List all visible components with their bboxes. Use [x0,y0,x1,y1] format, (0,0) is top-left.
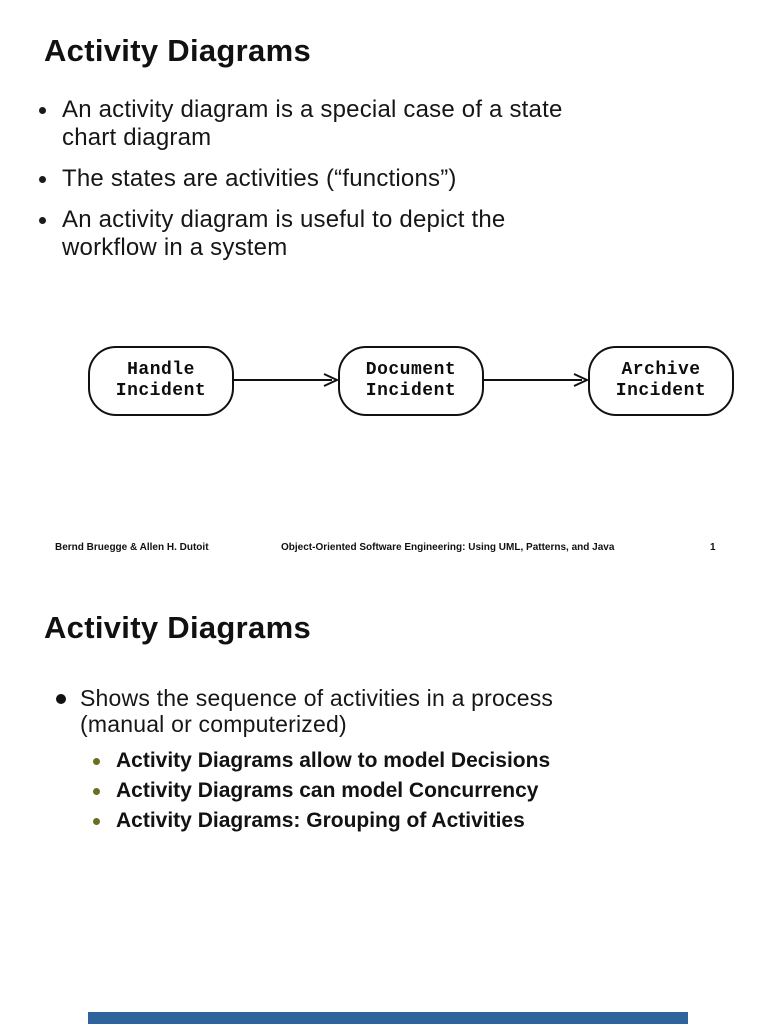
list-item: An activity diagram is a special case of… [38,96,678,152]
sub-bullet-text: Activity Diagrams: Grouping of Activitie… [116,809,525,832]
bullet-icon [39,107,46,114]
node-label-line: Incident [615,381,707,401]
bullet-text-line: The states are activities (“functions”) [62,165,457,192]
activity-node-document-incident: Document Incident [338,346,484,416]
next-page-edge-bar [88,1012,688,1024]
footer-book-title: Object-Oriented Software Engineering: Us… [281,542,615,553]
slide2-main-bullet: Shows the sequence of activities in a pr… [56,685,716,737]
node-label-line: Handle [127,360,195,380]
bullet-text-line: workflow in a system [62,234,288,261]
bullet-icon [39,176,46,183]
node-label-line: Incident [365,381,457,401]
activity-node-handle-incident: Handle Incident [88,346,234,416]
sub-bullet-icon [93,788,100,795]
sub-bullet-icon [93,758,100,765]
list-item: Activity Diagrams allow to model Decisio… [90,746,710,776]
list-item: Activity Diagrams: Grouping of Activitie… [90,806,710,836]
page-number: 1 [710,542,716,553]
sub-bullet-text: Activity Diagrams allow to model Decisio… [116,749,551,772]
node-label-line: Document [365,360,457,380]
list-item: Activity Diagrams can model Concurrency [90,776,710,806]
node-label-line: Incident [115,381,207,401]
list-item: An activity diagram is useful to depict … [38,206,678,262]
bullet-text-line: An activity diagram is a special case of… [62,96,563,123]
bullet-text-line: chart diagram [62,124,212,151]
slide1-title: Activity Diagrams [44,33,311,68]
node-label-line: Archive [621,360,701,380]
activity-node-archive-incident: Archive Incident [588,346,734,416]
flow-arrow-icon [482,373,588,387]
bullet-icon [39,217,46,224]
sub-bullet-icon [93,818,100,825]
sub-bullet-text: Activity Diagrams can model Concurrency [116,779,539,802]
list-item: The states are activities (“functions”) [38,165,678,193]
footer-authors: Bernd Bruegge & Allen H. Dutoit [55,542,209,553]
slide2-title: Activity Diagrams [44,610,311,645]
bullet-text-line: Shows the sequence of activities in a pr… [80,685,554,711]
bullet-icon [56,694,66,704]
bullet-text-line: (manual or computerized) [80,711,347,737]
flow-arrow-icon [232,373,338,387]
bullet-text-line: An activity diagram is useful to depict … [62,206,506,233]
slide2-sub-bullet-list: Activity Diagrams allow to model Decisio… [90,746,710,836]
slide1-bullet-list: An activity diagram is a special case of… [38,96,678,275]
